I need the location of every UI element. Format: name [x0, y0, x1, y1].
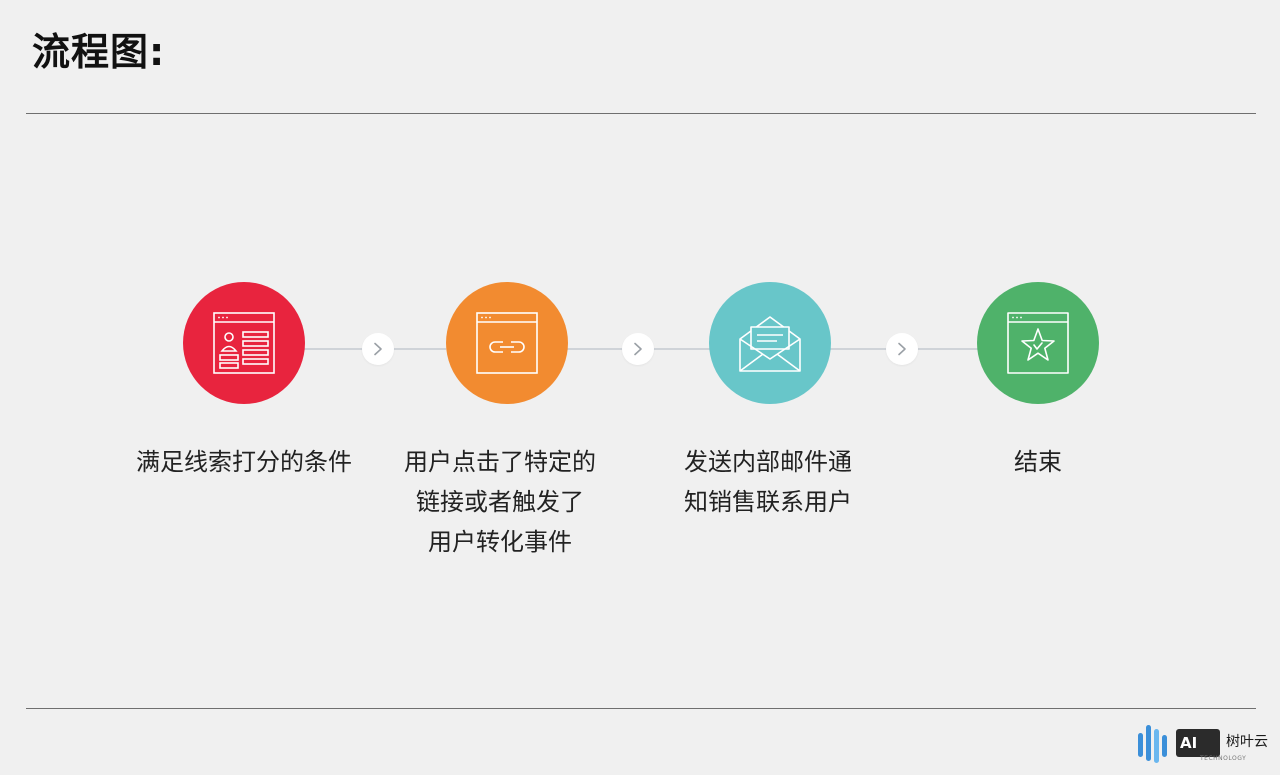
step-2-circle [446, 282, 568, 404]
chevron-right-icon [898, 342, 906, 356]
step-3-label: 发送内部邮件通 知销售联系用户 [684, 448, 852, 516]
top-divider [26, 113, 1256, 114]
step-3-circle [709, 282, 831, 404]
step-4-label: 结束 [1014, 448, 1062, 476]
bottom-divider [26, 708, 1256, 709]
chevron-node-2 [622, 333, 654, 365]
logo-sub-text: TECHNOLOGY [1200, 755, 1247, 762]
envelope-icon [739, 316, 801, 372]
logo-brand-text: 树叶云 [1226, 734, 1268, 750]
logo-ai-badge: AI [1176, 729, 1220, 757]
browser-link-icon [476, 312, 538, 374]
chevron-node-3 [886, 333, 918, 365]
chevron-right-icon [634, 342, 642, 356]
brand-logo: AI 树叶云 TECHNOLOGY [1136, 717, 1272, 769]
step-2-label: 用户点击了特定的 链接或者触发了 用户转化事件 [404, 448, 596, 556]
step-4-circle [977, 282, 1099, 404]
brand-logo-icon [1138, 725, 1167, 763]
page-title: 流程图: [32, 30, 166, 74]
lead-form-icon [213, 312, 275, 374]
step-1-label: 满足线索打分的条件 [136, 448, 352, 476]
chevron-right-icon [374, 342, 382, 356]
chevron-node-1 [362, 333, 394, 365]
step-1-circle [183, 282, 305, 404]
browser-star-icon [1007, 312, 1069, 374]
